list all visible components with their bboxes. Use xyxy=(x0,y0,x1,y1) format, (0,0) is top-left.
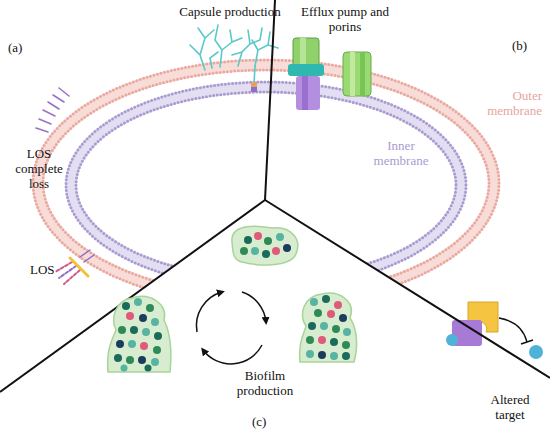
altered-target xyxy=(446,302,543,359)
biofilm-cluster xyxy=(232,226,298,265)
panel-letter: (a) xyxy=(8,40,38,55)
capsule-anchor xyxy=(251,87,257,92)
mechanism-label: Biofilm production xyxy=(222,368,308,398)
structure-label: Inner membrane xyxy=(366,138,436,168)
cycle-arrows xyxy=(196,292,266,364)
panel-letter: (c) xyxy=(252,414,282,429)
mechanism-label: Efflux pump and porins xyxy=(295,4,395,34)
capsule-anchor xyxy=(251,82,257,87)
sector-background xyxy=(0,200,550,439)
biofilm-cluster xyxy=(300,293,357,362)
mechanism-label: LOS complete loss xyxy=(8,146,70,191)
molecule-label: LOS xyxy=(30,262,70,277)
los-stubs xyxy=(36,88,69,132)
efflux-pump xyxy=(288,38,324,110)
mechanism-label: Capsule production xyxy=(165,4,295,19)
porin xyxy=(343,52,371,96)
mechanism-label: Altered target xyxy=(478,392,542,422)
capsule-strands xyxy=(190,25,278,84)
los-molecules xyxy=(55,250,94,284)
sector-divider xyxy=(0,0,550,392)
biofilm-cluster xyxy=(108,296,171,372)
structure-label: Outer membrane xyxy=(468,88,542,118)
panel-letter: (b) xyxy=(512,38,542,53)
